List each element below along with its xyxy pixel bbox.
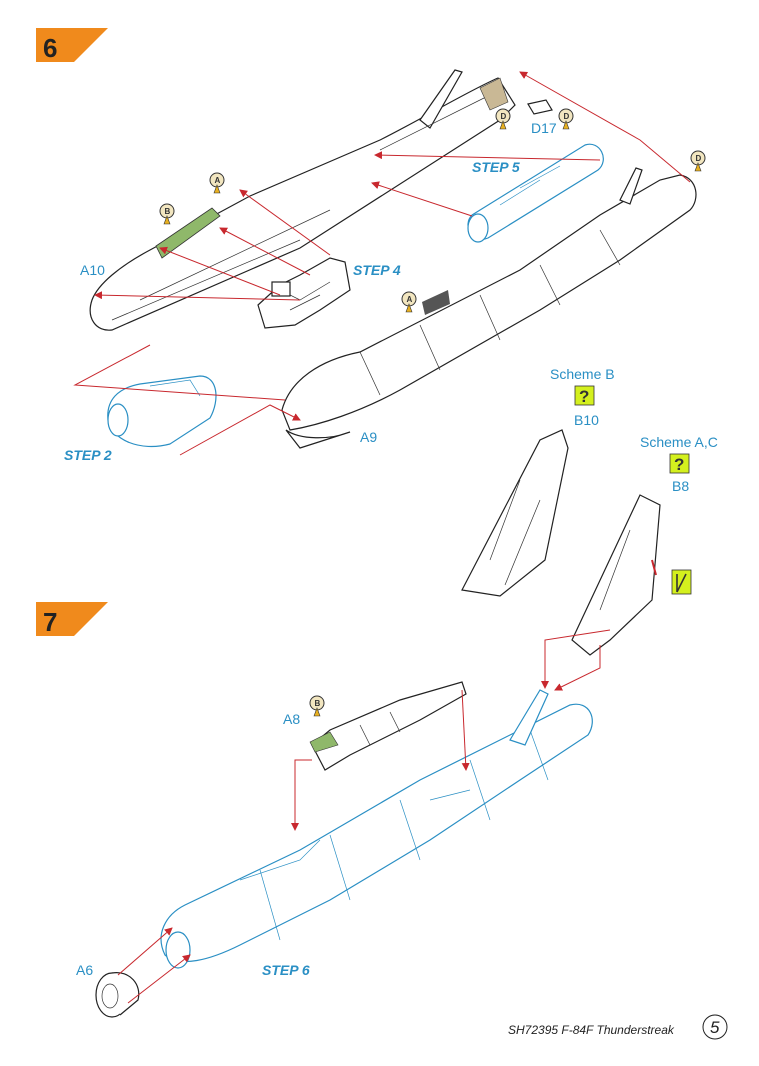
- paint-marker-b2: B: [309, 695, 325, 717]
- page-footer: SH72395 F-84F Thunderstreak 5: [508, 1014, 728, 1040]
- label-a8: A8: [283, 711, 300, 727]
- jet-pipe-assembly: [467, 143, 604, 243]
- cut-off-icon: [671, 569, 692, 595]
- fin-option-a: [571, 494, 661, 656]
- nose-section: [107, 375, 217, 448]
- svg-text:?: ?: [579, 387, 589, 406]
- optional-part-icon: [574, 385, 595, 406]
- svg-text:D: D: [564, 112, 570, 121]
- step-ref-2: STEP 2: [64, 447, 112, 463]
- exhaust-insert: [479, 77, 509, 111]
- step-6-badge: 6: [36, 28, 108, 63]
- svg-text:B: B: [165, 207, 171, 216]
- upper-fuselage-part: [309, 681, 467, 771]
- paint-marker-d2: D: [558, 108, 574, 130]
- svg-text:D: D: [696, 154, 702, 163]
- optional-part-icon: [669, 453, 690, 474]
- step-7-number: 7: [43, 607, 57, 637]
- label-a9: A9: [360, 429, 377, 445]
- svg-text:B: B: [315, 699, 321, 708]
- page-number: 5: [710, 1018, 720, 1037]
- cockpit-module: [257, 257, 351, 329]
- fuselage-left-half: [89, 69, 516, 331]
- option-scheme-b: Scheme B ? B10: [550, 366, 615, 428]
- option-scheme-b-label: Scheme B: [550, 366, 615, 382]
- step-6: 6: [36, 28, 718, 656]
- step-7: 7: [36, 602, 611, 1018]
- fuselage-right-half: [281, 167, 697, 449]
- label-d17: D17: [531, 120, 557, 136]
- assembled-fuselage: [160, 689, 593, 969]
- step-7-arrows: [117, 629, 611, 1004]
- paint-marker-d3: D: [690, 150, 706, 172]
- part-d17-shape: [527, 99, 553, 115]
- nose-cone-a6: [95, 972, 140, 1018]
- option-part-b10: B10: [574, 412, 599, 428]
- page-number-circle: [702, 1014, 728, 1040]
- step-ref-6: STEP 6: [262, 962, 310, 978]
- svg-text:D: D: [501, 112, 507, 121]
- option-part-b8: B8: [672, 478, 689, 494]
- step-ref-5: STEP 5: [472, 159, 520, 175]
- svg-text:A: A: [407, 295, 413, 304]
- fin-option-b: [461, 429, 569, 597]
- a8-green-detail: [309, 731, 339, 753]
- footer-title: SH72395 F-84F Thunderstreak: [508, 1023, 675, 1037]
- paint-marker-a2: A: [401, 291, 417, 313]
- step-ref-4: STEP 4: [353, 262, 401, 278]
- step-6-arrows: [73, 71, 691, 456]
- label-a10: A10: [80, 262, 105, 278]
- vent-grille: [422, 290, 450, 315]
- svg-text:A: A: [215, 176, 221, 185]
- paint-marker-d1: D: [495, 108, 511, 130]
- option-scheme-ac-label: Scheme A,C: [640, 434, 718, 450]
- paint-marker-a1: A: [209, 172, 225, 194]
- paint-marker-b1: B: [159, 203, 175, 225]
- step-6-number: 6: [43, 33, 57, 63]
- label-a6: A6: [76, 962, 93, 978]
- step-7-badge: 7: [36, 602, 108, 637]
- svg-text:?: ?: [674, 455, 684, 474]
- option-scheme-ac: Scheme A,C ? B8: [640, 434, 718, 494]
